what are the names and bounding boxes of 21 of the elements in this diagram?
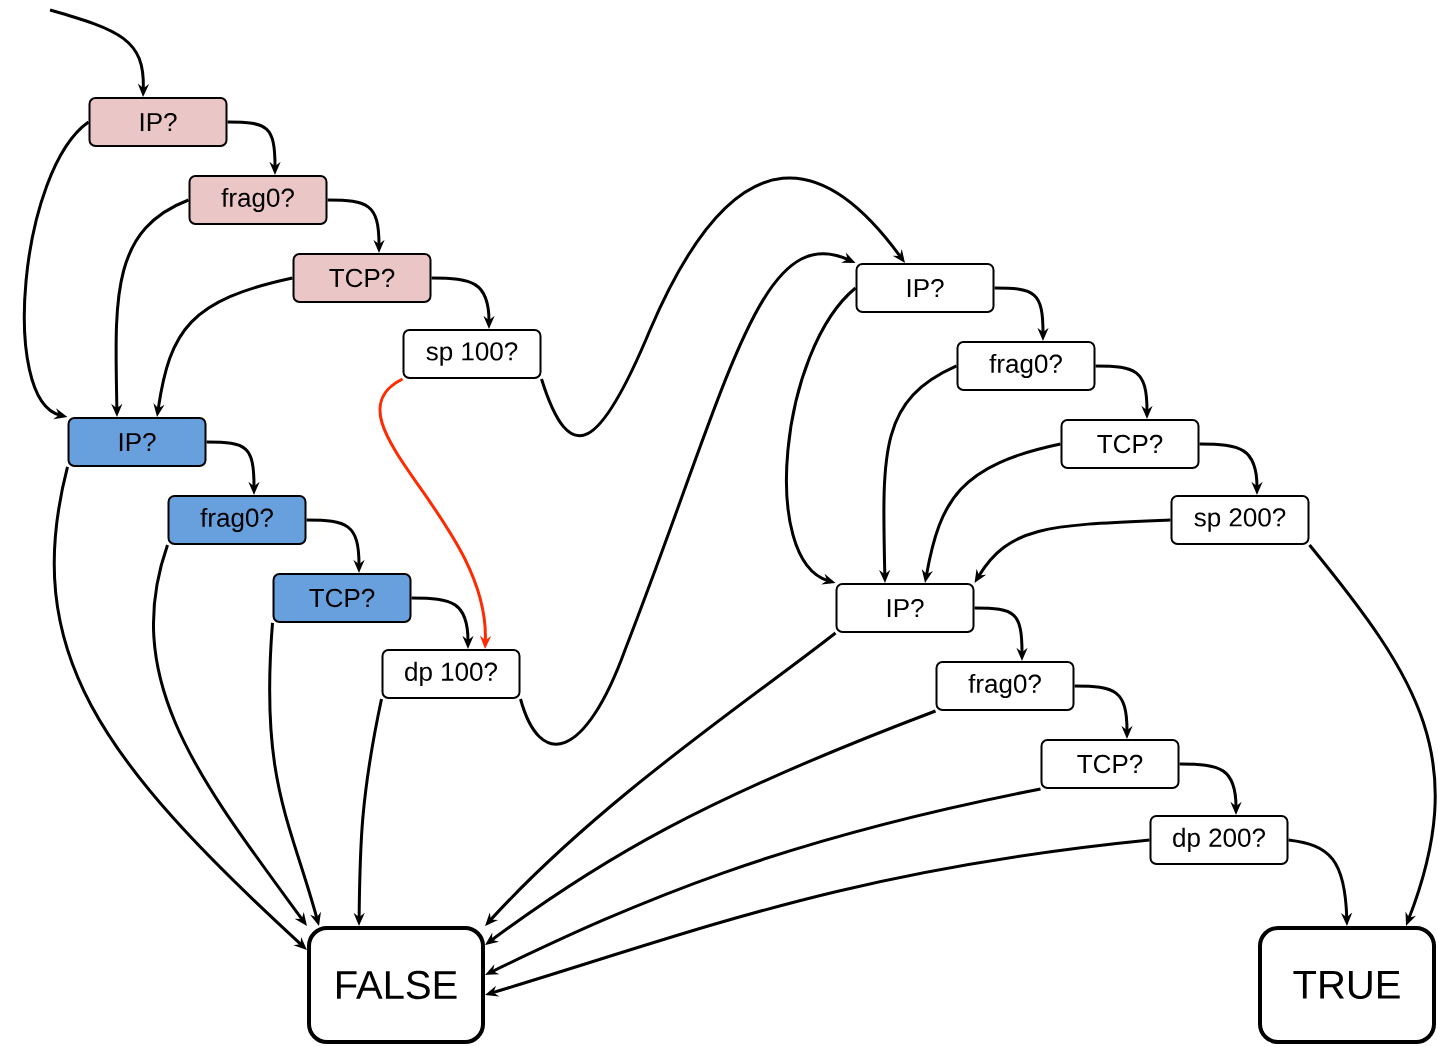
decision-box: IP? <box>88 97 228 147</box>
decision-box: dp 200? <box>1149 815 1289 865</box>
decision-box: sp 200? <box>1170 495 1310 545</box>
result-box: FALSE <box>307 926 485 1044</box>
arrow <box>52 466 307 950</box>
decision-box: frag0? <box>956 341 1096 391</box>
decision-box: TCP? <box>272 573 412 623</box>
decision-box: IP? <box>835 583 975 633</box>
decision-box: dp 100? <box>381 649 521 699</box>
result-box: TRUE <box>1258 926 1436 1044</box>
decision-box: TCP? <box>292 253 432 303</box>
decision-box: sp 100? <box>402 329 542 379</box>
decision-box: frag0? <box>188 175 328 225</box>
decision-box: IP? <box>855 263 995 313</box>
decision-box: frag0? <box>935 661 1075 711</box>
decision-box: TCP? <box>1040 739 1180 789</box>
decision-box: IP? <box>67 417 207 467</box>
arrow <box>785 286 857 585</box>
decision-box: frag0? <box>167 495 307 545</box>
arrow <box>540 176 905 437</box>
decision-box: TCP? <box>1060 419 1200 469</box>
